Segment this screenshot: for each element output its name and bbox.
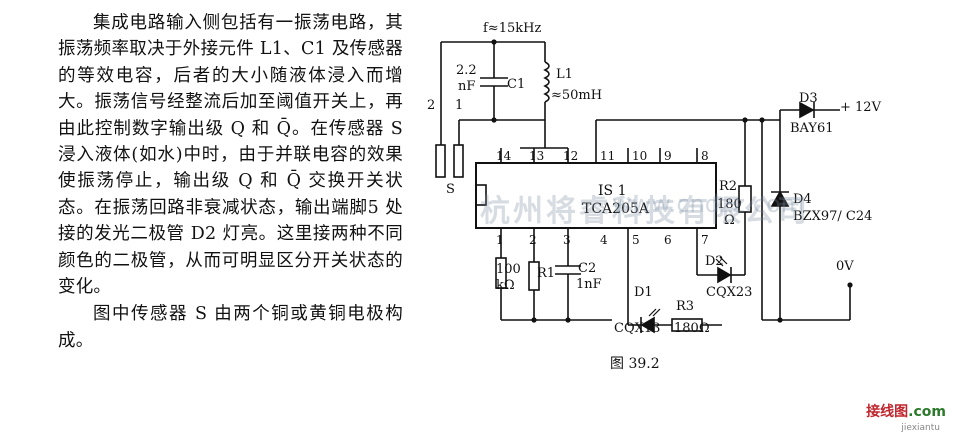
led-arrows-icon — [648, 256, 728, 317]
pin-bottom: 2 — [529, 233, 537, 247]
pin-bottom: 6 — [664, 233, 672, 247]
r-100-unit: kΩ — [496, 278, 515, 293]
r-100-value: 100 — [496, 262, 521, 277]
c2-label: C2 — [578, 261, 596, 276]
d2-part: CQX23 — [706, 285, 752, 300]
r3-value: 180Ω — [674, 321, 710, 336]
sensor-pin-1: 1 — [455, 98, 463, 113]
freq-label: f≈15kHz — [483, 21, 541, 36]
site-logo: 接线图.com — [866, 401, 946, 421]
d3-label: D3 — [799, 91, 818, 106]
circuit-schematic: f≈15kHz 2.2 nF C1 L1 ≈50mH 2 1 S IS 1 TC… — [427, 21, 882, 372]
pin-bottom: 1 — [496, 233, 504, 247]
ground-label: 0V — [836, 259, 854, 274]
pin-bottom: 3 — [563, 233, 571, 247]
c1-unit: nF — [458, 79, 475, 94]
pin-top: 10 — [632, 149, 647, 163]
logo-subtext: jiexiantu — [901, 423, 940, 433]
d3-part: BAY61 — [790, 121, 834, 136]
l1-label: L1 — [556, 67, 573, 82]
watermark-site: www.cndzz.com — [612, 190, 805, 218]
r3-label: R3 — [676, 299, 694, 314]
figure-caption: 图 39.2 — [610, 356, 660, 372]
pin-top: 12 — [563, 149, 578, 163]
c2-value: 1nF — [576, 277, 602, 292]
d1-part: CQX13 — [614, 321, 660, 336]
r2-value: 180 — [717, 197, 742, 212]
paragraph-description: 集成电路输入侧包括有一振荡电路，其振荡频率取决于外接元件 L1、C1 及传感器的… — [58, 13, 403, 298]
ic-part: TCA205A — [582, 201, 650, 217]
logo-domain: .com — [908, 404, 946, 420]
logo-text: 接线图 — [866, 404, 909, 420]
c1-label: C1 — [507, 77, 525, 92]
d4-label: D4 — [793, 192, 812, 207]
paragraph-sensor: 图中传感器 S 由两个铜或黄铜电极构成。 — [58, 304, 403, 351]
d1-label: D1 — [634, 285, 653, 300]
pin-top: 14 — [496, 149, 512, 163]
article-text: 集成电路输入侧包括有一振荡电路，其振荡频率取决于外接元件 L1、C1 及传感器的… — [58, 10, 403, 354]
d4-part: BZX97/ C24 — [793, 209, 872, 224]
pin-top: 13 — [529, 149, 544, 163]
watermark-company: 杭州将睿科技有限公司 — [480, 194, 810, 229]
pin-top: 11 — [600, 149, 615, 163]
pin-bottom: 7 — [701, 233, 709, 247]
c1-value: 2.2 — [456, 63, 477, 78]
r2-label: R2 — [719, 179, 737, 194]
ic-name: IS 1 — [598, 183, 626, 199]
l1-value: ≈50mH — [551, 88, 602, 103]
sensor-pin-2: 2 — [427, 98, 435, 113]
pin-bottom: 5 — [632, 233, 640, 247]
pin-top: 9 — [664, 149, 672, 163]
sensor-label: S — [446, 182, 455, 197]
r2-unit: Ω — [724, 213, 735, 228]
pin-top: 8 — [701, 149, 709, 163]
r1-label: R1 — [537, 266, 555, 281]
d2-label: D2 — [705, 254, 724, 269]
pin-bottom: 4 — [600, 233, 608, 247]
supply-label: + 12V — [840, 100, 882, 115]
